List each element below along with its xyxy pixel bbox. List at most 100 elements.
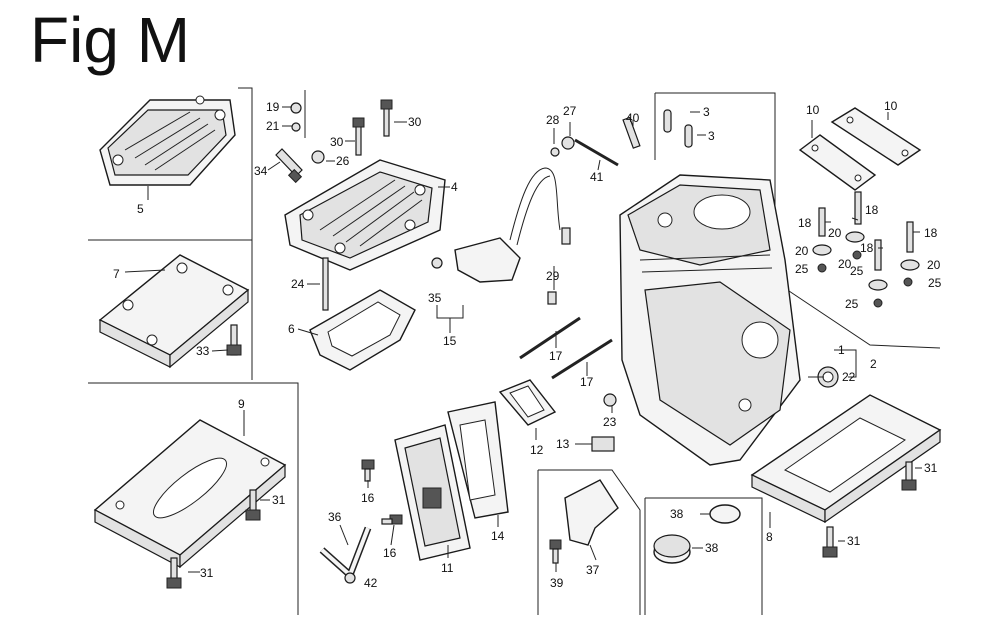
label-20d: 20 [927,258,941,272]
cover-part-11 [394,424,471,561]
label-11: 11 [441,561,454,575]
label-30a: 30 [330,135,344,149]
leader-lines [124,106,922,573]
stud-part-40 [622,116,641,149]
label-19: 19 [266,100,280,114]
mount-plate-part-9 [93,419,287,569]
label-6: 6 [288,322,295,336]
ignition-coil-part-15 [454,167,571,283]
label-20b: 20 [828,226,842,240]
cap-part-38-b [653,534,691,564]
mount-plate-part-8 [750,394,942,524]
cylinder-head-part-5 [99,95,236,186]
label-31d: 31 [847,534,861,548]
bracket-part-37 [564,479,619,546]
spark-plug-part-34 [275,148,303,184]
label-27: 27 [563,104,577,118]
label-35: 35 [428,291,442,305]
dowel-part-3-a [663,109,672,133]
dowel-part-3-b [684,124,693,148]
label-36: 36 [328,510,342,524]
bolt-part-39 [549,539,562,564]
bolt-part-31-right-upper [901,461,917,491]
cylinder-head-part-4 [284,159,446,271]
pin-part-29 [547,291,557,305]
nut-part-23 [603,393,617,407]
label-1: 1 [838,343,845,357]
label-16b: 16 [383,546,397,560]
label-24: 24 [291,277,305,291]
label-38b: 38 [705,541,719,555]
label-13: 13 [556,437,570,451]
bolt-part-16-b [381,514,403,525]
label-9: 9 [238,397,245,411]
bolt-part-31-right-lower [822,526,838,558]
pad-part-12 [498,379,557,426]
plate-part-10-b [830,107,922,166]
label-10b: 10 [884,99,898,113]
bolt-part-30-b [380,99,393,137]
part-number-labels: 5 7 33 9 31 31 19 21 34 26 30 30 4 24 6 … [113,99,942,590]
shaft-part-41 [574,138,619,167]
label-5: 5 [137,202,144,216]
label-20c: 20 [838,257,852,271]
label-15: 15 [443,334,457,348]
cap-part-38-a [709,504,741,524]
label-22: 22 [842,370,856,384]
label-31b: 31 [200,566,214,580]
label-26: 26 [336,154,350,168]
nut-part-26 [311,150,325,164]
rod-part-17-a [519,316,581,360]
label-23: 23 [603,415,617,429]
label-18a: 18 [798,216,812,230]
rod-part-17-b [551,338,613,380]
clip-part-42 [344,572,356,584]
label-25a: 25 [795,262,809,276]
label-25d: 25 [845,297,859,311]
label-30b: 30 [408,115,422,129]
label-28: 28 [546,113,560,127]
bolt-part-31-left-upper [245,489,261,521]
label-37: 37 [586,563,600,577]
section-frames [88,87,941,615]
label-41: 41 [590,170,604,184]
label-21: 21 [266,119,280,133]
label-17b: 17 [580,375,594,389]
block-part-13 [591,436,615,452]
crankcase-part-1 [619,174,801,466]
bolt-part-31-left-lower [166,557,182,589]
label-7: 7 [113,267,120,281]
label-3a: 3 [703,105,710,119]
cover-part-14 [447,401,509,519]
label-42: 42 [364,576,378,590]
bolt-part-33 [226,324,242,356]
label-3b: 3 [708,129,715,143]
plate-part-10-a [798,134,877,191]
label-12: 12 [530,443,544,457]
screw-part-35 [431,257,443,269]
label-16a: 16 [361,491,375,505]
label-39: 39 [550,576,564,590]
label-18d: 18 [924,226,938,240]
figure-title: Fig M [30,4,190,76]
stud-part-24 [322,257,329,311]
label-18c: 18 [860,241,874,255]
label-33: 33 [196,344,210,358]
label-38a: 38 [670,507,684,521]
label-25c: 25 [928,276,942,290]
label-10a: 10 [806,103,820,117]
nut-part-27 [561,136,575,150]
label-18b: 18 [865,203,879,217]
label-29: 29 [546,269,560,283]
label-31a: 31 [272,493,286,507]
label-40: 40 [626,111,640,125]
head-cover-part-7 [98,254,250,369]
label-17a: 17 [549,349,563,363]
label-8: 8 [766,530,773,544]
label-4: 4 [451,180,458,194]
label-31c: 31 [924,461,938,475]
label-14: 14 [491,529,505,543]
washer-part-28 [550,147,560,157]
bolt-part-16-a [361,459,375,482]
